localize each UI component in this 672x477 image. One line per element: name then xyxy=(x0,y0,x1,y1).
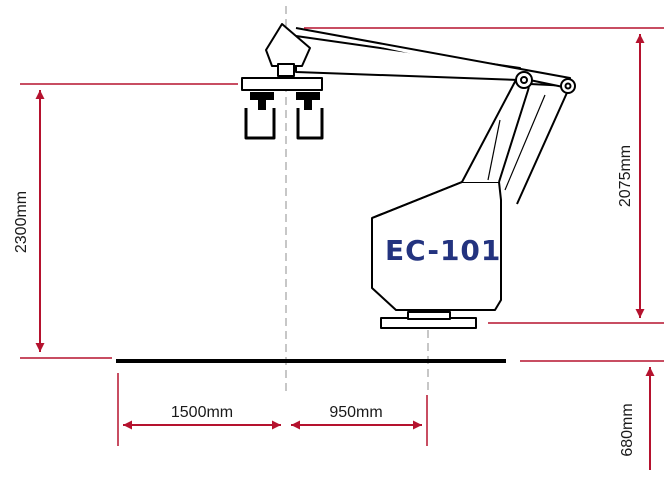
lower-arm xyxy=(461,75,531,183)
upper-arm xyxy=(295,35,521,81)
robot-body xyxy=(241,23,576,329)
dim-base-height-label: 680mm xyxy=(619,403,636,456)
extension-lines xyxy=(20,27,664,446)
gripper-beam xyxy=(241,77,323,91)
dim-right-height-label: 2075mm xyxy=(617,145,634,207)
gripper-right-jaw xyxy=(296,108,324,140)
dim-reach-left-label: 1500mm xyxy=(171,404,233,421)
robot-housing xyxy=(371,181,502,311)
model-label: EC-101 xyxy=(385,234,501,267)
dimension-lines xyxy=(35,34,655,470)
dim-left-height-label: 2300mm xyxy=(13,191,30,253)
gripper-left-jaw xyxy=(244,108,276,140)
dim-reach-right-label: 950mm xyxy=(329,404,382,421)
